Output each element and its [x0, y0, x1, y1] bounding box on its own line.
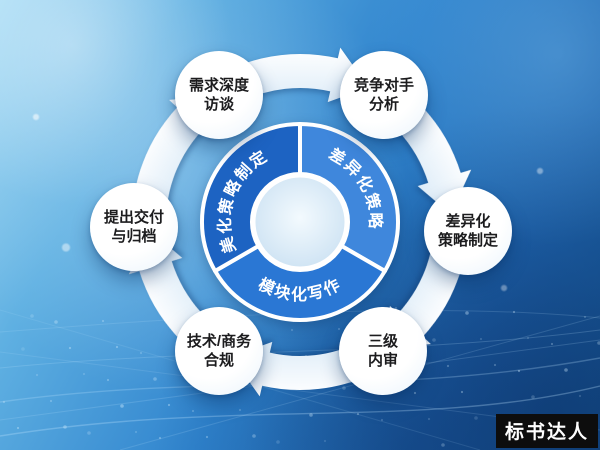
node-label-line2: 与归档 — [111, 228, 157, 245]
node-label-line2: 策略制定 — [437, 232, 498, 249]
node-requirement-interview: 需求深度 访谈 — [175, 51, 263, 139]
node-label-line2: 分析 — [368, 96, 399, 113]
segment-polish-strategy — [199, 122, 302, 273]
node-label-line1: 技术/商务 — [186, 332, 252, 350]
node-label-line1: 需求深度 — [188, 76, 249, 94]
node-label-line2: 合规 — [203, 352, 234, 369]
node-differentiation-strategy: 差异化 策略制定 — [424, 187, 512, 275]
segment-differentiation-strategy — [298, 122, 401, 273]
node-label-line1: 三级 — [367, 332, 398, 350]
node-label-line1: 差异化 — [445, 212, 491, 230]
node-tech-business-compliance: 技术/商务 合规 — [175, 307, 263, 395]
node-label-line1: 竞争对手 — [353, 76, 414, 94]
node-label-line1: 提出交付 — [103, 208, 164, 226]
node-three-level-review: 三级 内审 — [339, 307, 427, 395]
segment-modular-writing — [213, 244, 387, 322]
node-label-line2: 访谈 — [203, 96, 234, 113]
node-competitor-analysis: 竞争对手 分析 — [340, 51, 428, 139]
node-label-line2: 内审 — [367, 352, 398, 369]
node-delivery-archiving: 提出交付 与归档 — [90, 183, 178, 271]
watermark-label: 标书达人 — [504, 422, 589, 443]
watermark-badge: 标书达人 — [495, 414, 598, 448]
donut-center — [252, 174, 348, 270]
